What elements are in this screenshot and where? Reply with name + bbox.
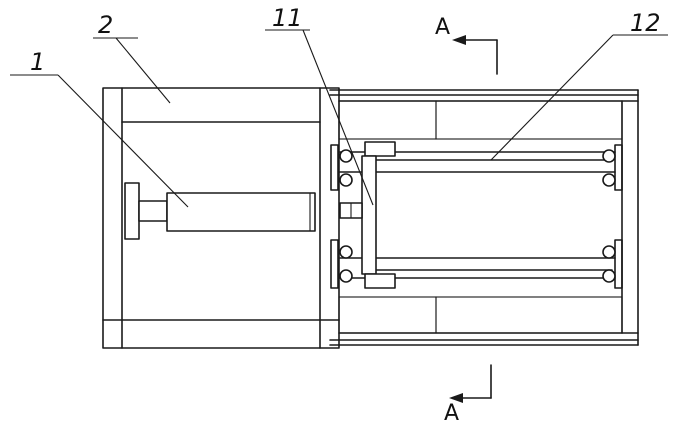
section-marker-top bbox=[452, 35, 498, 75]
roller-group-right bbox=[602, 144, 623, 289]
guide-rods bbox=[339, 151, 616, 279]
cylinder-assembly bbox=[124, 182, 316, 240]
housing-left bbox=[102, 87, 340, 349]
label-section-bottom: A bbox=[444, 401, 459, 424]
roller-group-left bbox=[330, 144, 353, 289]
label-part-12: 12 bbox=[630, 9, 661, 37]
label-part-1: 1 bbox=[30, 48, 45, 76]
label-part-11: 11 bbox=[272, 4, 303, 32]
label-section-top: A bbox=[435, 15, 450, 40]
moving-plate bbox=[339, 141, 396, 289]
leader-lines bbox=[10, 29, 668, 208]
section-marker-bottom bbox=[449, 364, 492, 403]
label-part-2: 2 bbox=[98, 11, 113, 39]
